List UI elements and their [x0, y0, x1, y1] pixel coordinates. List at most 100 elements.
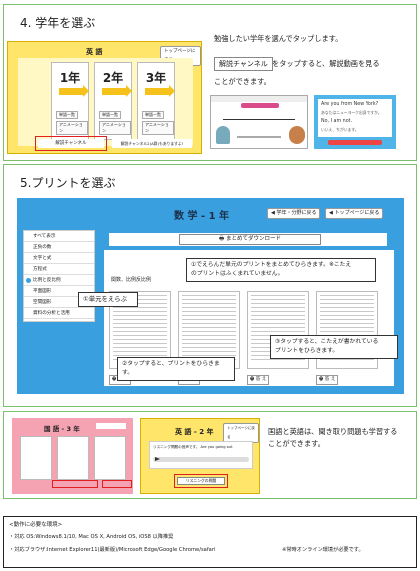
preview-answer: No, I am not.	[321, 119, 353, 124]
kokugo-nav[interactable]	[96, 423, 126, 429]
channel-button-label: 解説チャンネル	[55, 141, 87, 146]
eigo-screenshot: 英 語 - 2 年 トップページに戻る リスニング問題の音声です。 Are yo…	[140, 418, 260, 494]
section-6-note-1: 国語と英語は、聞き取り問題も学習する	[268, 427, 398, 436]
section-6-frame	[3, 411, 417, 499]
teacher-character-icon	[216, 126, 230, 144]
channel-button-sample: 解説チャンネル	[214, 57, 273, 71]
section-4-note-3: ことができます。	[214, 77, 271, 86]
top-page-label: トップページに戻る	[334, 210, 380, 216]
print-thumbnail-2[interactable]	[178, 291, 240, 369]
unit-item-all[interactable]: すべて表示	[24, 231, 94, 242]
audio-progress-bar[interactable]	[153, 457, 249, 462]
printer-icon: 🖶	[319, 377, 325, 382]
unit-item-solid-figures[interactable]: 空間図形	[24, 297, 94, 308]
video-preview-2-card	[318, 99, 392, 137]
eigo-header: 英 語 - 2 年	[175, 428, 214, 436]
callout-1: ①単元をえらぶ	[78, 292, 138, 307]
back-to-grade-label: 学年・分野に戻る	[276, 210, 317, 216]
kokugo-header: 国 語 - 3 年	[44, 425, 80, 433]
grade-card-3[interactable]: 3年 単語一覧 アニメーション	[137, 62, 175, 140]
callout-3-line-2: プリントをひらきます。	[275, 348, 339, 354]
unit-item-proportion[interactable]: 比例と反比例	[24, 275, 94, 286]
arrow-left-icon: ◀	[271, 210, 277, 216]
animation-button[interactable]: アニメーション	[142, 121, 174, 135]
unit-item-equations[interactable]: 方程式	[24, 264, 94, 275]
callout-4: ①でえらんだ単元のプリントをまとめてひらきます。※こたえ のプリントはふくまれて…	[186, 258, 376, 282]
arrow-right-icon	[102, 85, 132, 97]
play-icon[interactable]	[155, 457, 160, 461]
top-page-button[interactable]: ◀ トップページに戻る	[325, 208, 384, 219]
grade-label-2: 2年	[102, 71, 124, 85]
eigo-top-link[interactable]: トップページに戻る	[223, 423, 259, 443]
kokugo-audio-highlight-2	[102, 480, 132, 488]
section-5-title: 5.プリントを選ぶ	[20, 176, 116, 190]
kokugo-thumb-1[interactable]	[20, 436, 52, 480]
unit-menu: すべて表示 正負の数 文字と式 方程式 比例と反比例 平面図形 空間図形 資料の…	[23, 230, 95, 322]
callout-3-line-1: ③タップすると、こたえが書かれている	[275, 339, 379, 345]
printer-icon: 🖶	[112, 377, 118, 382]
callout-4-line-1: ①でえらんだ単元のプリントをまとめてひらきます。※こたえ	[191, 262, 352, 268]
unit-item-positive-negative[interactable]: 正負の数	[24, 242, 94, 253]
requirements-os: ・対応 OS:Windows8.1/10, Mac OS X, Android …	[9, 534, 174, 540]
download-all-button[interactable]: 🖶 まとめてダウンロード	[179, 234, 321, 245]
download-all-label: まとめてダウンロード	[225, 236, 281, 242]
kokugo-audio-highlight-1	[52, 480, 98, 488]
eigo-play-text: リスニング問題の音声です。 Are you going out	[153, 445, 233, 449]
channel-button-2[interactable]: 解説チャンネル2(A群)もありますよ!	[112, 139, 192, 148]
unit-item-plane-figures[interactable]: 平面図形	[24, 286, 94, 297]
printer-icon: 🖶	[250, 377, 256, 382]
section-4-title: 4. 学年を選ぶ	[20, 16, 96, 30]
print-thumbnail-1[interactable]	[109, 291, 171, 369]
section-5-frame	[3, 164, 417, 407]
preview-answer-jp: いいえ、ちがいます。	[321, 127, 359, 132]
grade-label-3: 3年	[145, 71, 167, 85]
preview-heading: Are you from New York?	[321, 102, 379, 107]
grade-card-1[interactable]: 1年 単語一覧 アニメーション	[51, 62, 89, 140]
listening-button-label: リスニングの問題	[185, 478, 217, 483]
arrow-left-icon: ◀	[329, 210, 335, 216]
unit-item-expressions[interactable]: 文字と式	[24, 253, 94, 264]
animation-button[interactable]: アニメーション	[56, 121, 88, 135]
preview-jp: あなたはニューヨーク出身ですか。	[321, 110, 382, 115]
grade-card-2[interactable]: 2年 単語一覧 アニメーション	[94, 62, 132, 140]
word-list-button[interactable]: 単語一覧	[56, 111, 78, 119]
grade-label-1: 1年	[59, 71, 81, 85]
video-preview-1-topbar	[211, 96, 307, 102]
video-preview-2[interactable]: Are you from New York? あなたはニューヨーク出身ですか。 …	[314, 95, 396, 149]
callout-3: ③タップすると、こたえが書かれている プリントをひらきます。	[270, 335, 398, 359]
arrow-right-icon	[145, 85, 175, 97]
unit-item-data-analysis[interactable]: 資料の分析と活用	[24, 308, 94, 319]
panel-label: 関数、比例反比例	[111, 277, 152, 283]
channel-button[interactable]: 解説チャンネル	[38, 139, 104, 148]
section-6-note-2: ことができます。	[268, 439, 325, 448]
channel-button-2-label: 解説チャンネル2(A群)もありますよ!	[120, 141, 184, 146]
menu-selected-marker	[26, 278, 31, 283]
callout-4-line-2: のプリントはふくまれていません。	[191, 271, 284, 277]
player-controls	[328, 140, 382, 145]
answer-button-4[interactable]: 🖶 答 え	[316, 375, 339, 385]
video-preview-1-title-bar	[241, 103, 279, 108]
requirements-browser: ・対応ブラウザ:Internet Explorer11(最新版)/Microso…	[9, 547, 216, 553]
kokugo-thumb-2[interactable]	[57, 436, 89, 480]
answer-label: 答 え	[324, 377, 336, 382]
back-to-grade-button[interactable]: ◀ 学年・分野に戻る	[267, 208, 321, 219]
answer-label: 答 え	[255, 377, 267, 382]
listening-button[interactable]: リスニングの問題	[177, 477, 225, 485]
video-text-line	[237, 136, 281, 138]
word-list-button[interactable]: 単語一覧	[142, 111, 164, 119]
channel-button-sample-label: 解説チャンネル	[219, 60, 268, 68]
animal-character-icon	[289, 126, 305, 144]
callout-2: ②タップすると、プリントをひらきます。	[117, 357, 235, 381]
section-4-frame	[3, 4, 417, 161]
section-4-note-1: 勉強したい学年を選んでタップします。	[214, 34, 343, 43]
printer-icon: 🖶	[219, 236, 226, 242]
requirements-box	[3, 516, 417, 568]
subject-header: 英 語	[86, 48, 103, 56]
word-list-button[interactable]: 単語一覧	[99, 111, 121, 119]
kokugo-screenshot: 国 語 - 3 年	[12, 418, 133, 494]
animation-button[interactable]: アニメーション	[99, 121, 131, 135]
kokugo-thumb-3[interactable]	[94, 436, 126, 480]
video-preview-1[interactable]	[210, 95, 308, 149]
eigo-player	[149, 441, 253, 469]
answer-button-3[interactable]: 🖶 答 え	[247, 375, 270, 385]
